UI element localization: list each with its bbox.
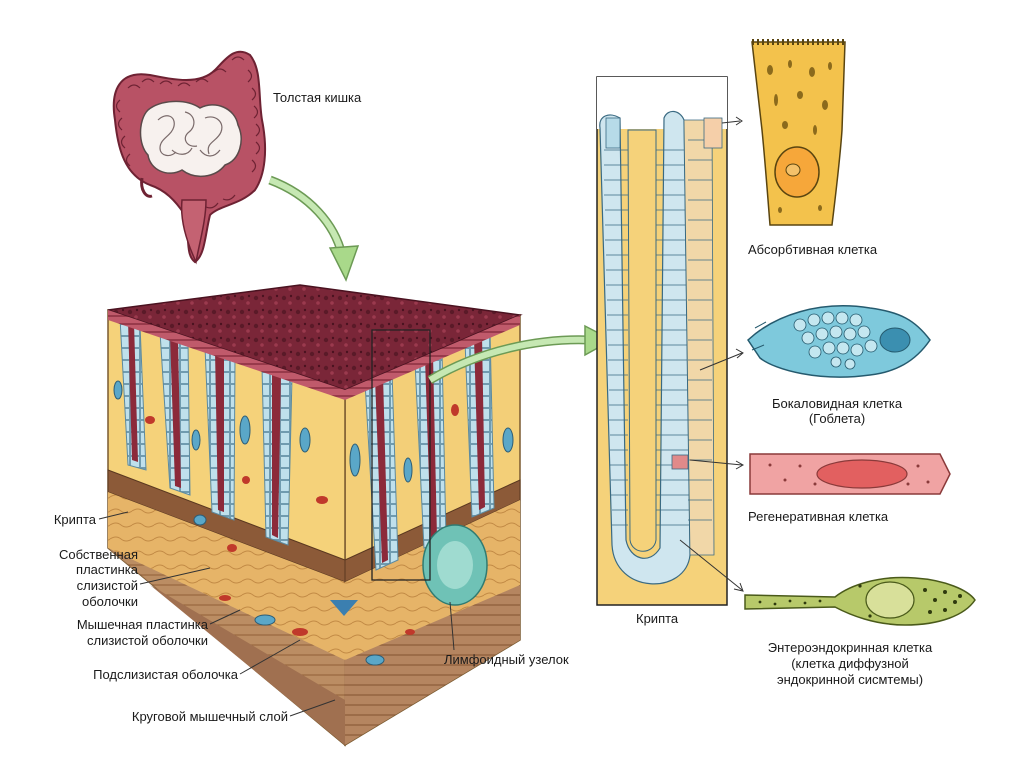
label-crypt-right: Крипта <box>636 611 679 626</box>
label-muscularis-mucosae-1: Мышечная пластинка <box>76 617 208 632</box>
goblet-cell-illustration <box>747 305 931 378</box>
lamina-cells <box>113 380 514 666</box>
label-regenerative-cell: Регенеративная клетка <box>748 509 889 524</box>
label-lamina-propria-4: оболочки <box>81 594 138 609</box>
lymphoid-nodule <box>422 524 488 606</box>
regenerative-cell-illustration <box>749 453 951 495</box>
absorptive-cell-illustration <box>751 39 846 226</box>
label-lamina-propria-2: пластинка <box>76 562 138 577</box>
label-lamina-propria-3: слизистой <box>76 578 138 593</box>
front-crypts <box>119 317 293 546</box>
side-crypts <box>364 330 495 571</box>
label-enteroendocrine-cell-3: эндокринной сисмтемы) <box>776 672 924 687</box>
crypt-pointer-lines <box>679 116 745 592</box>
label-lymphoid-nodule: Лимфоидный узелок <box>444 652 569 667</box>
label-colon: Толстая кишка <box>273 90 362 105</box>
colon-illustration <box>112 50 267 265</box>
label-lamina-propria-1: Собственная <box>59 547 138 562</box>
label-absorptive-cell: Абсорбтивная клетка <box>748 242 878 257</box>
enteroendocrine-cell-illustration <box>744 576 976 626</box>
label-enteroendocrine-cell-2: (клетка диффузной <box>791 656 909 671</box>
arrow-colon-to-block <box>268 175 360 282</box>
label-circular-muscle-layer: Круговой мышечный слой <box>131 709 288 724</box>
label-submucosa: Подслизистая оболочка <box>93 667 238 682</box>
label-crypt-left: Крипта <box>53 512 96 527</box>
label-goblet-cell-1: Бокаловидная клетка <box>771 396 903 411</box>
label-leader-lines <box>98 511 455 717</box>
tissue-block <box>107 284 523 747</box>
label-enteroendocrine-cell-1: Энтероэндокринная клетка <box>767 640 933 655</box>
label-muscularis-mucosae-2: слизистой оболочки <box>87 633 208 648</box>
label-goblet-cell-2: (Гоблета) <box>808 411 866 426</box>
crypt-detail <box>596 76 728 606</box>
